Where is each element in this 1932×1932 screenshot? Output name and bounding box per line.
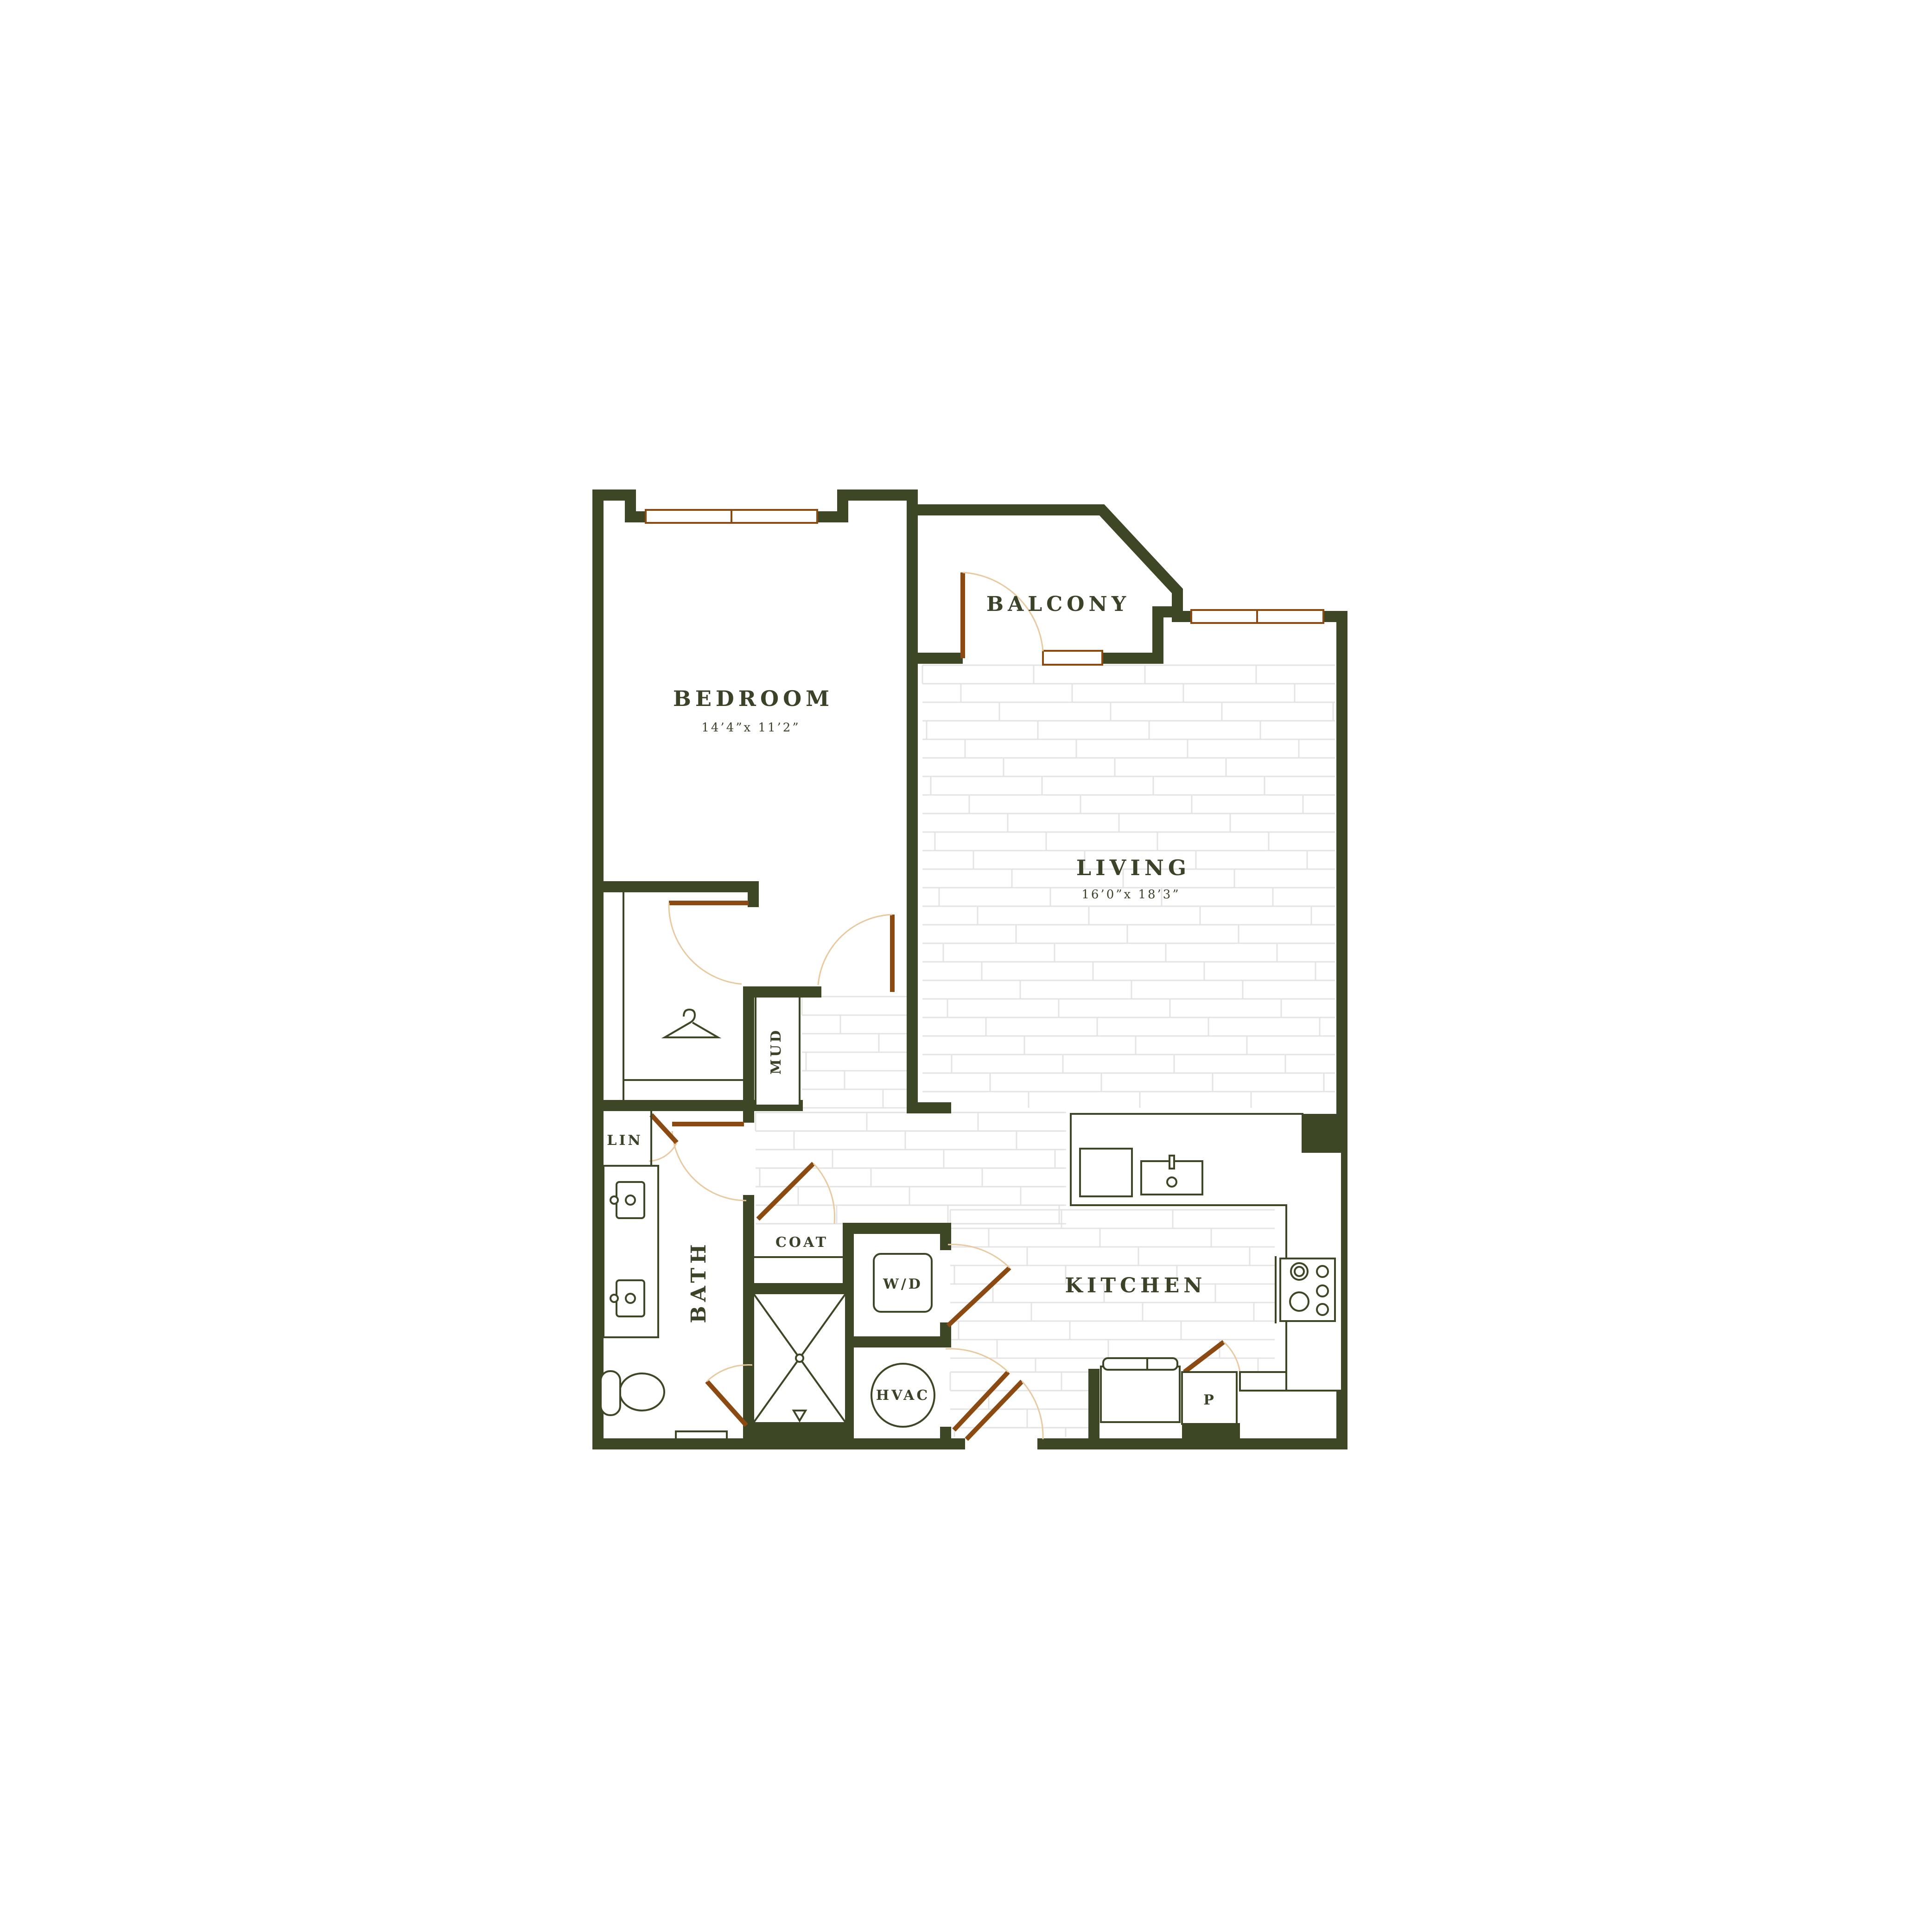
room-labels: BEDROOM 14’4”x 11’2” BALCONY LIVING 16’0… (607, 592, 1216, 1408)
mud-label: MUD (768, 1028, 784, 1074)
lin-label: LIN (607, 1132, 643, 1149)
utility-fixtures (847, 1253, 935, 1428)
bath-fixtures (600, 1110, 848, 1440)
towel-bar (675, 1430, 728, 1440)
coat-label: COAT (775, 1234, 828, 1251)
hanger-icon (661, 1008, 722, 1038)
balcony-label: BALCONY (986, 592, 1130, 616)
kitchen-label: KITCHEN (1065, 1274, 1207, 1297)
shower-icon (752, 1292, 847, 1424)
bath-label: BATH (687, 1240, 711, 1323)
cooktop-box (1079, 1148, 1133, 1197)
washer-dryer-icon (873, 1253, 933, 1313)
kitchen-island (1070, 1113, 1343, 1392)
hvac-icon (871, 1363, 935, 1428)
toilet-icon (600, 1370, 665, 1416)
wood-floor-pattern (755, 664, 1335, 1437)
bedroom-label: BEDROOM (673, 686, 833, 711)
pantry-box (1181, 1371, 1238, 1425)
living-label: LIVING (1076, 855, 1190, 880)
triangle-drain-icon (792, 1410, 807, 1423)
living-dimensions: 16’0”x 18’3” (1081, 888, 1180, 902)
hvac-label: HVAC (876, 1387, 930, 1404)
wall-blocks (749, 1114, 1342, 1446)
doors (648, 572, 1241, 1441)
refrigerator-icon (1100, 1366, 1181, 1423)
bedroom-dimensions: 14’4”x 11’2” (701, 721, 800, 735)
windows (645, 509, 1324, 666)
kitchen-fixtures (1070, 1113, 1343, 1425)
closet-fixtures (623, 892, 801, 1106)
balcony-sill (1042, 650, 1103, 666)
wd-label: W/D (883, 1276, 923, 1292)
pantry-label: P (1203, 1392, 1216, 1408)
